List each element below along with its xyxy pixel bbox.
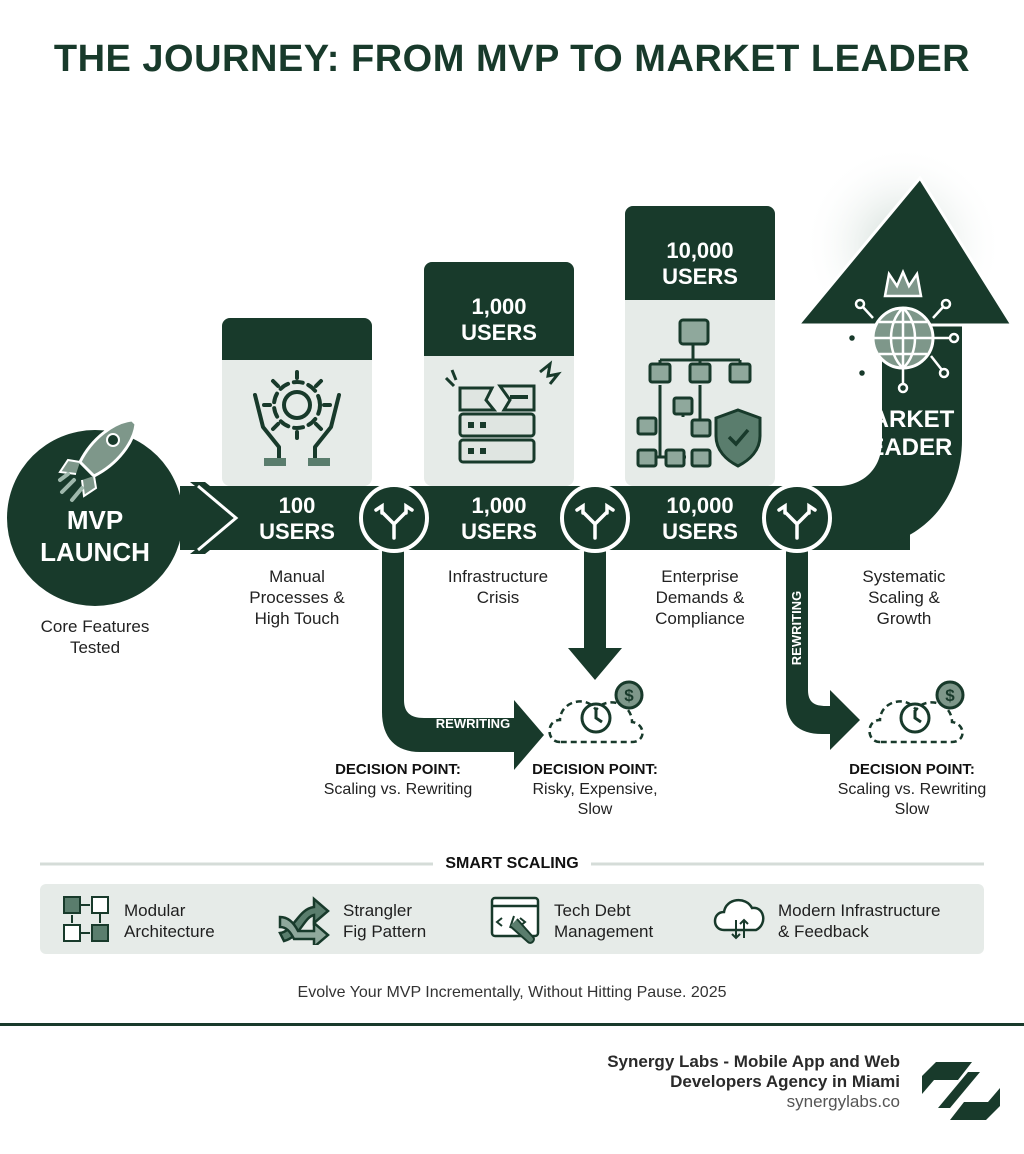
smart-scaling-title: SMART SCALING	[433, 855, 591, 872]
code-wrench-icon	[490, 896, 540, 944]
stage-1-caption-line2: Processes &	[249, 588, 345, 607]
leader-caption-line3: Growth	[876, 609, 932, 628]
item-2-line1: Strangler	[343, 901, 412, 920]
org-chart-shield-icon	[636, 318, 762, 468]
stage-2-caption-line1: Infrastructure	[447, 567, 549, 586]
svg-text:$: $	[624, 686, 634, 705]
item-4-line1: Modern Infrastructure	[778, 901, 941, 920]
stage-2-caption-line2: Crisis	[476, 588, 520, 607]
globe-crown-icon	[846, 268, 960, 394]
item-1-line1: Modular	[124, 901, 186, 920]
item-4-line2: & Feedback	[778, 922, 869, 941]
page-title: THE JOURNEY: FROM MVP TO MARKET LEADER	[53, 38, 971, 80]
launch-caption-line1: Core Features	[40, 617, 150, 636]
decision-circle-3	[762, 483, 832, 553]
rewrite-arrow-2	[786, 530, 860, 750]
website-link[interactable]: synergylabs.co	[786, 1092, 900, 1111]
stage-panel-1	[222, 318, 372, 486]
decision-point-2-line1: Risky, Expensive,	[532, 781, 658, 798]
tagline: Evolve Your MVP Incrementally, Without H…	[297, 984, 727, 1001]
svg-text:$: $	[945, 686, 955, 705]
stage-3-caption-line2: Demands &	[655, 588, 745, 607]
mvp-launch-line2: LAUNCH	[40, 537, 150, 567]
rocket-icon	[58, 418, 138, 502]
crisis-arrow-down	[568, 530, 622, 680]
stage-2-users-line2: USERS	[461, 519, 537, 544]
stage-3-users-line2: USERS	[662, 519, 738, 544]
stage-3-caption-line3: Compliance	[655, 609, 745, 628]
decision-point-3-title: DECISION POINT:	[849, 761, 975, 778]
stage-3-users-line1: 10,000	[666, 493, 734, 518]
item-3-line2: Management	[554, 922, 654, 941]
mvp-launch-circle	[7, 430, 183, 606]
stage-2-users-line1: 1,000	[471, 493, 527, 518]
synergy-logo-icon	[922, 1062, 1000, 1120]
modules-icon	[63, 896, 109, 942]
item-3-line1: Tech Debt	[554, 901, 631, 920]
leader-caption-line2: Scaling &	[868, 588, 940, 607]
cloud-sync-icon	[713, 899, 765, 940]
decision-point-2-line2: Slow	[577, 801, 613, 818]
rewriting-label-2: REWRITING	[789, 590, 804, 666]
decision-point-3-line2: Slow	[894, 801, 930, 818]
launch-chevron	[197, 484, 239, 552]
stage-1-users-line2: USERS	[259, 519, 335, 544]
stage-3-caption-line1: Enterprise	[661, 567, 739, 586]
stage-2-header-line2: USERS	[461, 320, 537, 345]
footer-divider	[0, 1023, 1024, 1026]
stage-1-users-line1: 100	[278, 493, 316, 518]
broken-server-icon	[444, 360, 562, 464]
hands-gear-icon	[253, 370, 341, 466]
launch-caption-line2: Tested	[69, 638, 121, 657]
rewriting-label-1: REWRITING	[435, 716, 511, 731]
item-1-line2: Architecture	[124, 922, 215, 941]
leader-caption-line1: Systematic	[862, 567, 946, 586]
decision-point-2-title: DECISION POINT:	[532, 761, 658, 778]
market-leader-line2: LEADER	[853, 434, 953, 461]
item-2-line2: Fig Pattern	[343, 922, 427, 941]
leader-curve	[830, 325, 962, 550]
company-line2: Developers Agency in Miami	[670, 1072, 900, 1091]
stage-1-caption-line1: Manual	[269, 567, 325, 586]
rewrite-arrow-1-body	[382, 530, 544, 770]
decision-point-3-line1: Scaling vs. Rewriting	[837, 781, 987, 798]
stage-3-header-line1: 10,000	[666, 238, 734, 263]
stage-2-header-line1: 1,000	[471, 294, 527, 319]
timeline-band	[180, 486, 910, 550]
decision-circle-1	[359, 483, 429, 553]
stage-3-header-line2: USERS	[662, 264, 738, 289]
company-line1: Synergy Labs - Mobile App and Web	[607, 1052, 900, 1071]
decision-point-1-line1: Scaling vs. Rewriting	[323, 781, 473, 798]
decision-circle-2	[560, 483, 630, 553]
strangler-arrows-icon	[278, 896, 330, 945]
journey-diagram: $ $	[7, 145, 1012, 866]
stage-1-caption-line3: High Touch	[254, 609, 340, 628]
cloud-clock-dollar-icon: $	[868, 680, 965, 744]
cloud-clock-dollar-icon: $	[548, 680, 644, 744]
mvp-launch-line1: MVP	[66, 505, 124, 535]
market-leader-line1: MARKET	[851, 406, 955, 433]
decision-point-1-title: DECISION POINT:	[335, 761, 461, 778]
